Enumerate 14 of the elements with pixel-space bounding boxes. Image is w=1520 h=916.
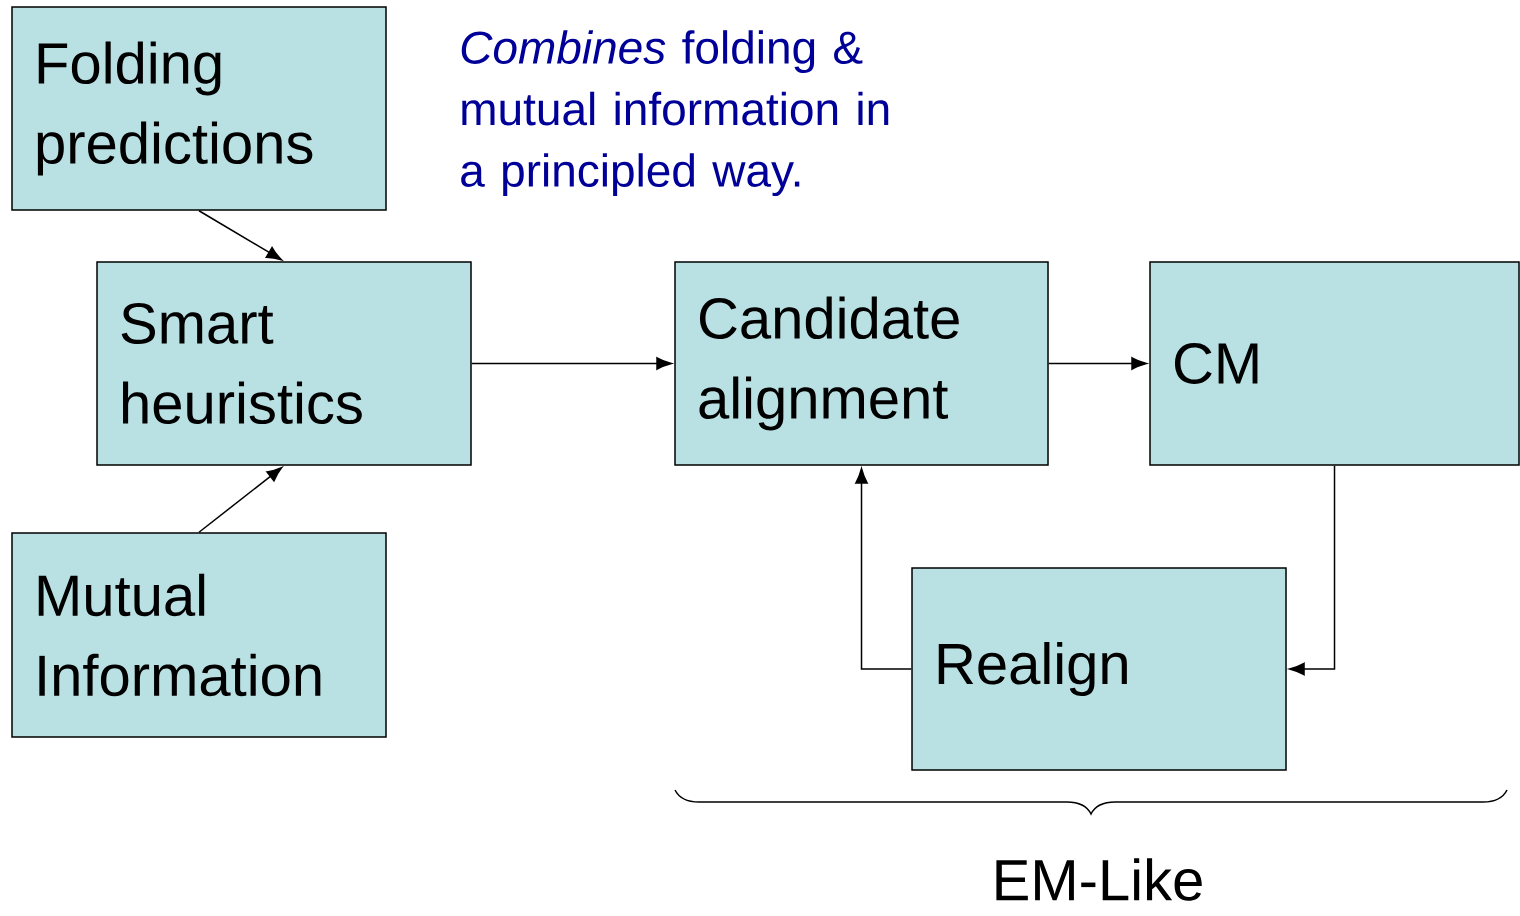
arrow bbox=[198, 466, 283, 533]
arrow bbox=[1289, 465, 1336, 676]
process-box: Realign bbox=[911, 567, 1287, 771]
arrow bbox=[198, 210, 283, 261]
group-label: EM-Like bbox=[996, 858, 1202, 901]
arrow bbox=[471, 357, 672, 370]
process-box: Smart heuristics bbox=[96, 261, 472, 466]
process-box: Folding predictions bbox=[11, 6, 387, 211]
process-box: Candidate alignment bbox=[674, 261, 1049, 466]
note-text: Combines folding & mutual information in a principled way. bbox=[461, 30, 889, 197]
arrow bbox=[1048, 357, 1147, 370]
process-box: CM bbox=[1149, 261, 1520, 466]
process-box: Mutual Information bbox=[11, 532, 387, 738]
arrow bbox=[855, 468, 912, 670]
